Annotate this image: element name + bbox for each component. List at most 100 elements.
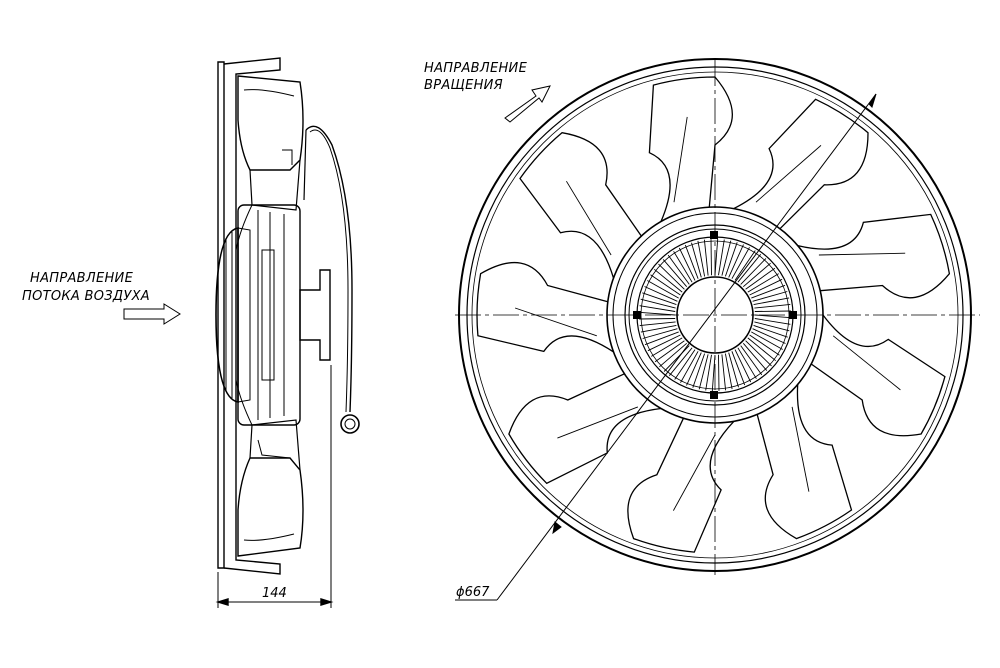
- diameter-dimension: ϕ667: [456, 585, 490, 600]
- depth-dimension: 144: [262, 586, 287, 601]
- clutch-fin: [678, 247, 696, 281]
- clutch-fin: [731, 247, 750, 279]
- clutch-fin: [743, 262, 771, 288]
- fan-blade: [756, 384, 853, 540]
- lower-blade-profile: [237, 457, 304, 557]
- clutch-fin: [640, 298, 676, 309]
- clutch-fin: [697, 240, 706, 277]
- fan-blade: [733, 98, 869, 230]
- fan-blades: [476, 76, 951, 553]
- clutch-fin: [639, 321, 676, 327]
- clutch-fin: [703, 239, 709, 276]
- clutch-fin: [754, 314, 792, 319]
- clutch-fin: [747, 337, 776, 362]
- clutch-fin: [692, 353, 706, 388]
- clutch-fin: [751, 331, 783, 350]
- clutch-fin: [721, 354, 727, 391]
- clutch-fin: [668, 347, 693, 376]
- clutch-fin: [751, 284, 786, 299]
- blade-fold-line: [818, 252, 906, 256]
- airflow-arrow: [123, 303, 181, 325]
- shroud-frame: [217, 61, 225, 569]
- clutch-fin: [705, 354, 712, 391]
- clutch-fin: [728, 244, 744, 278]
- rotation-label-line1: НАПРАВЛЕНИЕ: [424, 61, 528, 76]
- sensor-cable: [305, 125, 353, 413]
- clutch-fin: [659, 342, 687, 368]
- fan-blade: [519, 132, 642, 279]
- clutch-fin: [639, 305, 676, 312]
- clutch-fin: [734, 250, 756, 281]
- blade-fold-line: [557, 406, 639, 439]
- clutch-fin: [650, 274, 681, 296]
- clutch-fin: [654, 340, 685, 363]
- clutch-fin: [753, 324, 788, 338]
- fan-blade: [797, 213, 951, 299]
- clutch-fin: [724, 353, 733, 390]
- clutch-fin: [740, 345, 763, 376]
- blade-fold-line: [832, 335, 901, 391]
- clutch-fin: [710, 239, 712, 276]
- clutch-fin: [654, 268, 683, 293]
- shaft-flange: [299, 269, 331, 361]
- fan-blade: [476, 261, 614, 353]
- clutch-fin: [647, 334, 681, 352]
- clutch-fin: [658, 263, 685, 290]
- clutch-fin: [651, 337, 683, 357]
- clutch-fin: [714, 238, 719, 276]
- fan-blade: [627, 418, 735, 553]
- fan-blade: [508, 373, 662, 485]
- clutch-fin: [698, 354, 709, 390]
- viscous-clutch: [215, 227, 239, 403]
- diameter-leader: [496, 93, 877, 601]
- clutch-fin: [640, 324, 677, 333]
- clutch-fins: [638, 238, 792, 392]
- cable-connector: [340, 414, 360, 434]
- blade-fold-line: [514, 307, 597, 337]
- clutch-fin: [718, 239, 725, 276]
- clutch-fin: [754, 303, 791, 309]
- clutch-fin: [642, 328, 678, 339]
- airflow-label-line2: ПОТОКА ВОЗДУХА: [22, 289, 150, 304]
- clutch-fin: [737, 347, 757, 379]
- clutch-fin: [752, 291, 788, 302]
- clutch-fin: [749, 334, 780, 356]
- clutch-fin: [728, 352, 739, 388]
- clutch-fin: [674, 349, 696, 380]
- clutch-fin: [734, 349, 752, 383]
- clutch-fin: [673, 251, 693, 283]
- hub-body: [237, 204, 301, 426]
- clutch-fin: [691, 242, 702, 278]
- clutch-fin: [749, 278, 783, 296]
- clutch-fin: [711, 354, 716, 392]
- rotation-arrow: [504, 85, 551, 123]
- upper-blade-profile: [237, 75, 304, 171]
- clutch-fin: [752, 328, 786, 344]
- clutch-fin: [754, 321, 790, 332]
- clutch-fin: [737, 254, 762, 283]
- clutch-fin: [745, 267, 776, 290]
- clutch-fin: [684, 244, 699, 279]
- clutch-fin: [644, 286, 678, 302]
- clutch-fin: [745, 340, 772, 367]
- clutch-fin: [680, 351, 699, 383]
- blade-fold-line: [791, 406, 810, 492]
- clutch-fin: [647, 280, 679, 299]
- blade-fold-line: [755, 145, 822, 203]
- clutch-fin: [724, 242, 738, 277]
- clutch-fin: [740, 258, 767, 285]
- clutch-fin: [747, 273, 779, 293]
- clutch-fin: [642, 292, 677, 306]
- airflow-label-line1: НАПРАВЛЕНИЕ: [30, 271, 134, 286]
- clutch-fin: [667, 254, 690, 285]
- clutch-fin: [754, 318, 791, 325]
- clutch-fin: [663, 345, 690, 372]
- clutch-fin: [731, 351, 746, 386]
- clutch-fin: [721, 240, 732, 276]
- clutch-fin: [644, 331, 679, 346]
- fan-blade: [648, 76, 733, 222]
- clutch-fin: [639, 318, 676, 320]
- clutch-fin: [753, 297, 790, 306]
- front-view: [455, 58, 980, 601]
